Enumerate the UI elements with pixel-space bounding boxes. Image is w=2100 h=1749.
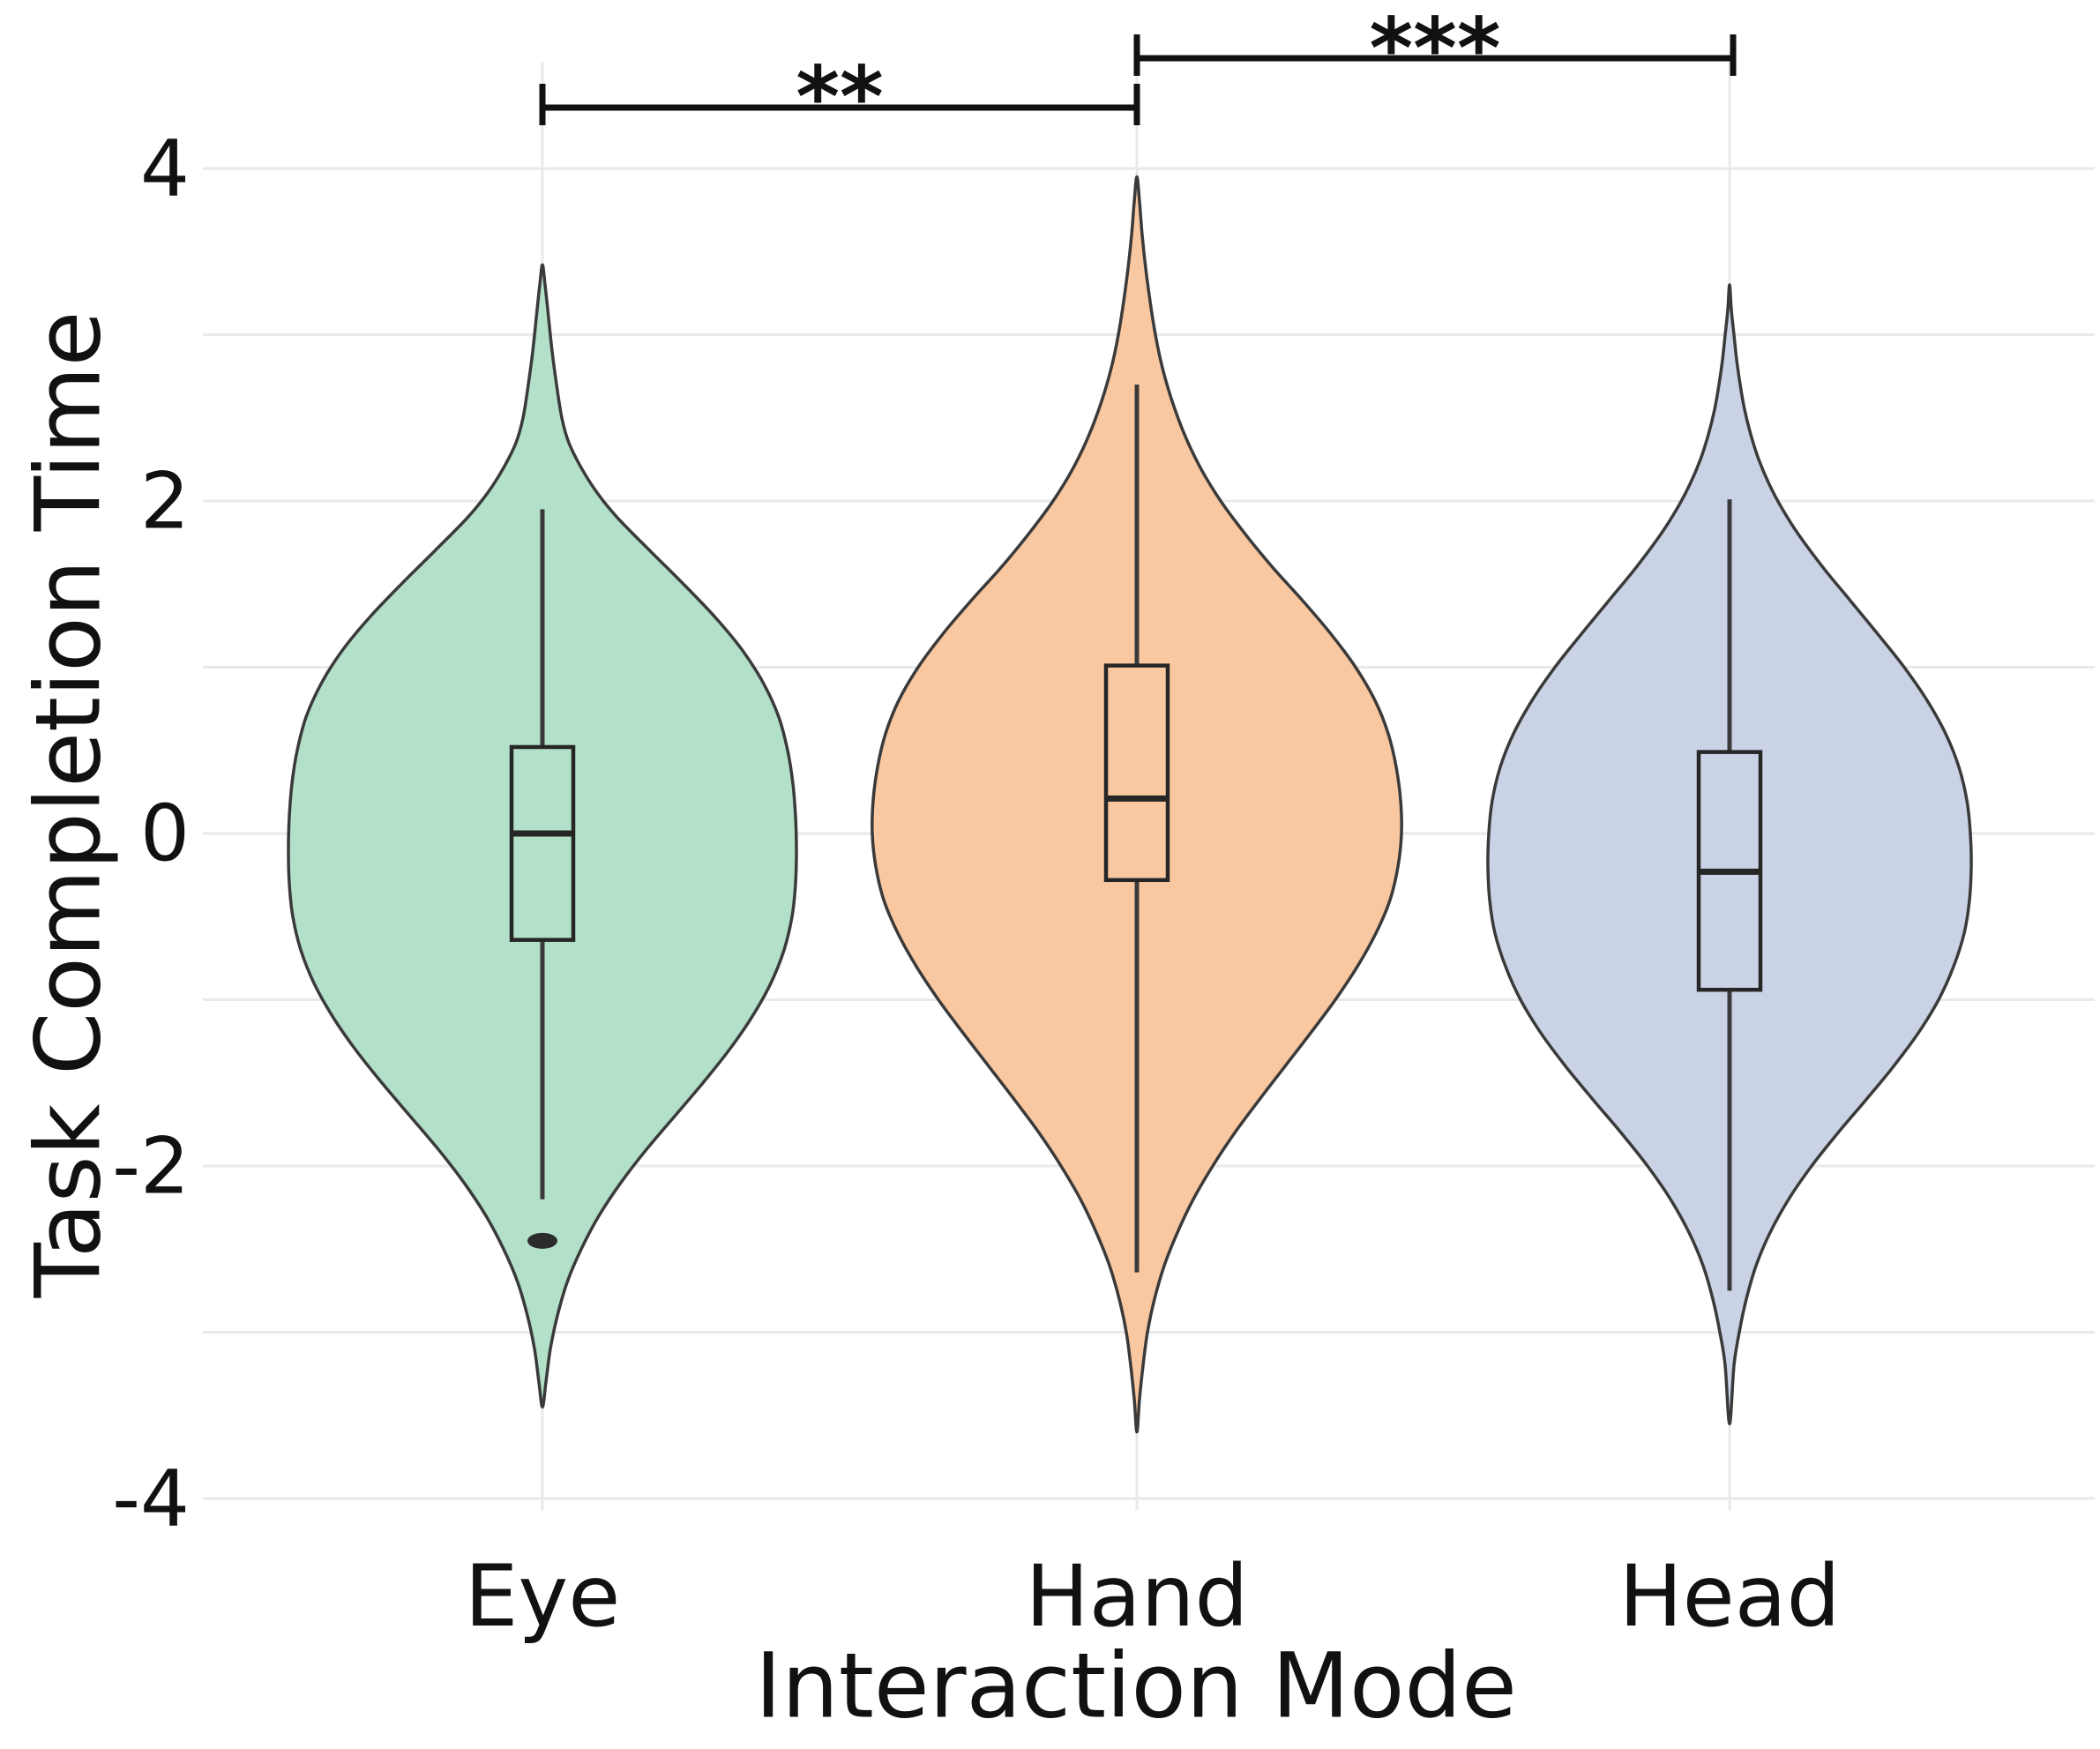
violin-shape-head (1486, 283, 1973, 1425)
y-tick-label-0: 0 (140, 789, 190, 879)
violins-layer (287, 175, 1973, 1434)
x-category-hand: Hand (1026, 1547, 1249, 1646)
significance-label-eye-hand: ** (796, 49, 883, 146)
box-eye (509, 744, 576, 942)
y-tick-label-neg4: -4 (112, 1454, 190, 1544)
labels-layer: 4 2 0 -2 -4 Eye Hand Head Interaction Mo… (17, 1, 1841, 1739)
violin-head (1486, 283, 1973, 1425)
y-tick-label-neg2: -2 (112, 1121, 190, 1212)
violin-hand (871, 175, 1403, 1434)
significance-bracket-0 (539, 84, 1140, 125)
x-category-head: Head (1618, 1547, 1840, 1646)
y-axis-title: Task Completion Time (17, 311, 122, 1299)
y-tick-label-2: 2 (140, 456, 190, 547)
violin-eye (287, 263, 798, 1409)
significance-bracket-1 (1133, 34, 1737, 76)
significance-label-hand-head: *** (1369, 1, 1500, 98)
box-hand (1103, 663, 1170, 883)
y-tick-label-4: 4 (140, 123, 190, 214)
outlier-point-eye (527, 1232, 557, 1249)
x-category-eye: Eye (465, 1547, 621, 1646)
violin-shape-hand (871, 175, 1403, 1434)
x-axis-title: Interaction Mode (755, 1634, 1517, 1739)
significance-layer (539, 34, 1737, 125)
